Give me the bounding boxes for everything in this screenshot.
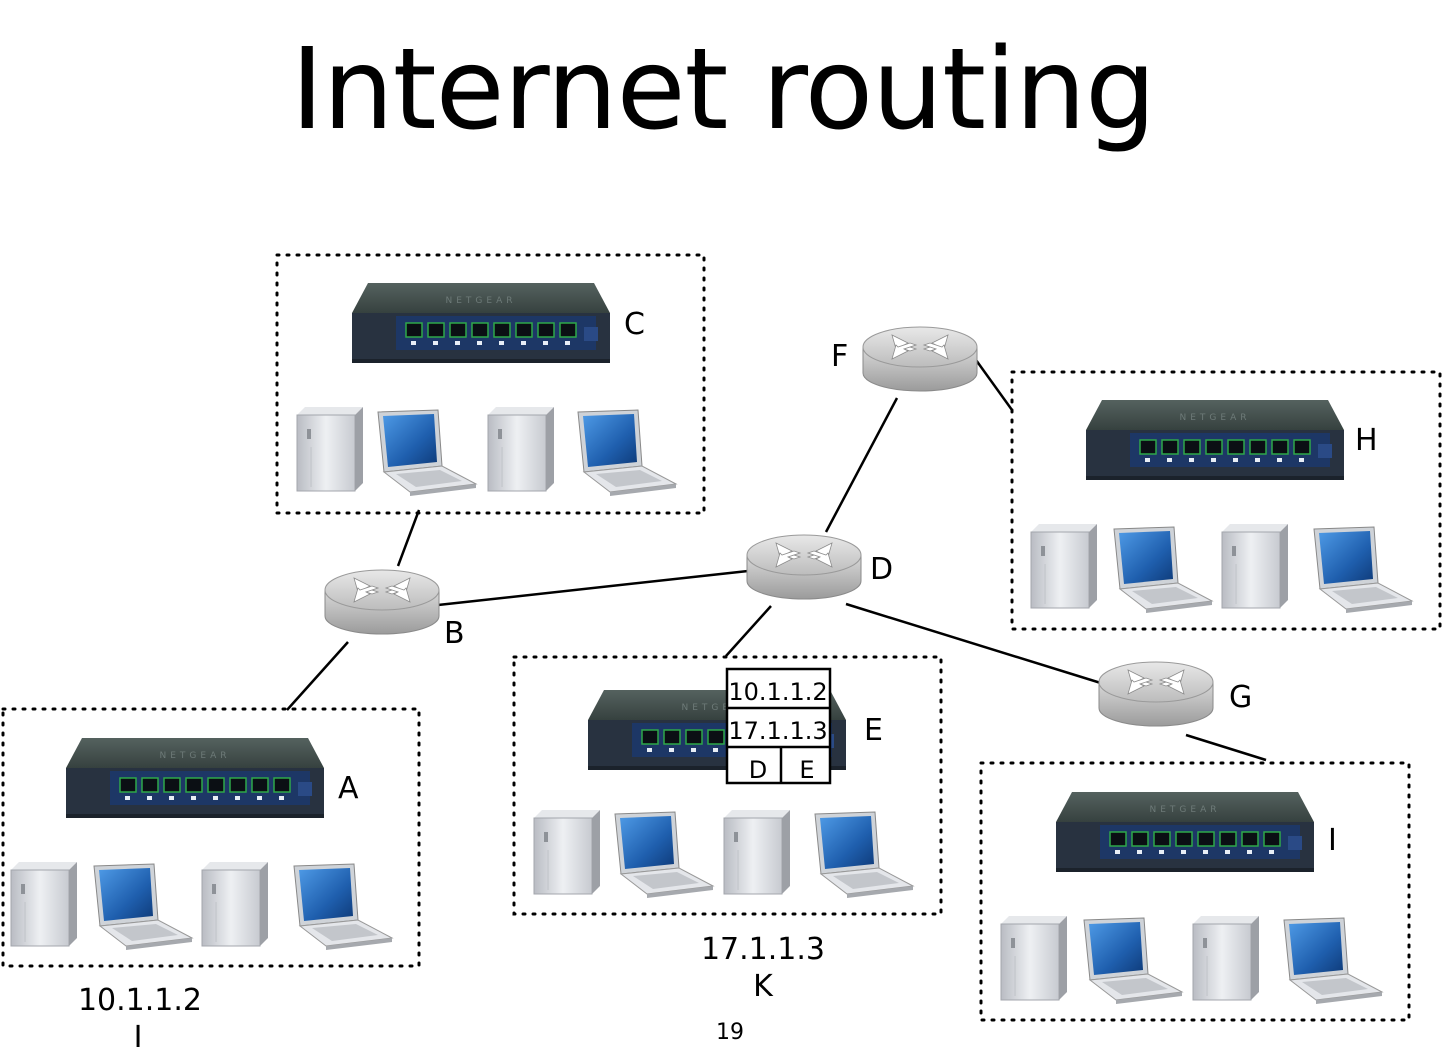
switch-label-e: E [864,713,883,748]
host-address: 17.1.1.3 [701,932,825,967]
link-d-g [845,602,1105,686]
laptop-icon [1313,526,1413,614]
network-box-a [1,707,421,968]
table-next-hop-e: E [799,756,814,784]
router-icon [862,326,978,392]
routing-table: 10.1.1.2 17.1.1.3 D E [725,667,832,785]
network-e: E [533,689,914,899]
laptop-icon [1113,526,1213,614]
router-label-d: D [870,552,893,587]
switch-label-a: A [338,771,359,806]
server-tower-icon [723,809,791,895]
page-number: 19 [716,1020,744,1045]
router-icon [746,534,862,600]
laptop-icon [1083,917,1183,1005]
server-tower-icon [533,809,601,895]
switch-label-h: H [1355,423,1378,458]
server-tower-icon [1000,915,1068,1001]
network-box-i [979,761,1411,1022]
router-label-g: G [1229,680,1252,715]
server-tower-icon [487,406,555,492]
table-next-hop-d: D [749,756,767,784]
host-left: 10.1.1.2 I [78,983,202,1050]
switch-label-i: I [1328,823,1337,858]
link-g-i [1185,733,1267,762]
laptop-icon [93,863,193,951]
network-c: C [296,282,677,497]
table-row-2: 17.1.1.3 [728,717,827,745]
network-i: I [1000,791,1383,1005]
server-tower-icon [1192,915,1260,1001]
link-d-f [824,397,899,533]
link-b-c [396,509,421,567]
host-name: K [753,969,774,1004]
router-icon [1098,661,1214,727]
server-tower-icon [1030,523,1098,609]
router-b: B [324,569,465,651]
slide-title: Internet routing [290,25,1157,155]
host-center: 17.1.1.3 K [701,932,825,1004]
host-address: 10.1.1.2 [78,983,202,1018]
laptop-icon [814,811,914,899]
laptop-icon [377,409,477,497]
network-box-e [512,655,943,916]
link-f-h [974,359,1014,411]
router-label-b: B [444,616,465,651]
router-g: G [1098,661,1252,727]
laptop-icon [577,409,677,497]
table-row-1: 10.1.1.2 [728,678,827,706]
server-tower-icon [201,861,269,947]
router-d: D [746,534,893,600]
switch-icon [1085,399,1345,481]
router-icon [324,569,440,635]
laptop-icon [1283,917,1383,1005]
network-box-h [1010,370,1442,631]
host-name: I [134,1020,143,1050]
network-box-c [275,253,706,515]
router-f: F [831,326,978,392]
server-tower-icon [10,861,78,947]
server-tower-icon [296,406,364,492]
link-b-d [437,569,749,607]
network-h: H [1030,399,1413,614]
switch-icon [65,737,325,819]
laptop-icon [614,811,714,899]
switch-icon [351,282,611,364]
network-a: A [10,737,393,951]
server-tower-icon [1221,523,1289,609]
link-d-e [725,605,772,657]
switch-icon [1055,791,1315,873]
router-label-f: F [831,339,848,374]
link-b-a [286,641,349,711]
switch-label-c: C [624,307,645,342]
laptop-icon [293,863,393,951]
